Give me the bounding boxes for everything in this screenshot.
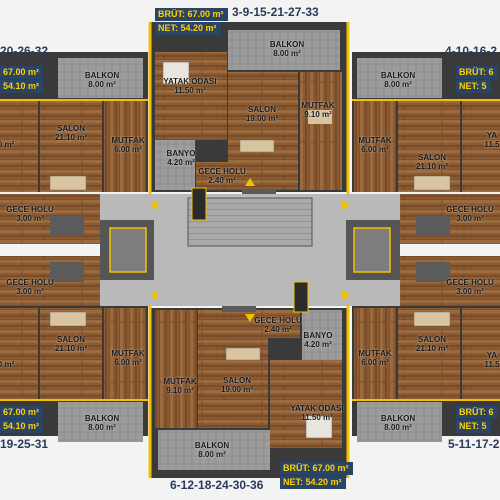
room-partial-tr [462, 100, 500, 192]
brut-badge-bottom: BRÜT: 67.00 m² [280, 462, 353, 475]
label-partial-bl: 0 m² [0, 360, 15, 369]
room-balkon-br [357, 402, 442, 442]
unit-numbers-bottom-right: 5-11-17-2 [448, 437, 500, 451]
room-partial-br [462, 308, 500, 400]
room-balkon-bl [58, 402, 143, 442]
unit-numbers-bottom: 6-12-18-24-30-36 [170, 478, 264, 492]
room-mutfak-tl [104, 100, 146, 192]
room-mutfak-bl [104, 308, 146, 400]
net-badge-bottom-left: 54.10 m² [0, 420, 44, 433]
room-partial-tl [0, 100, 38, 192]
room-balkon-top [228, 30, 340, 70]
room-banyo-bottom [302, 310, 342, 360]
unit-numbers-bottom-left: 19-25-31 [0, 437, 49, 451]
entry-arrow-icon [245, 178, 255, 186]
net-badge-top-left: 54.10 m² [0, 80, 44, 93]
unit-numbers-top-right: 4-10-16-2 [445, 44, 498, 58]
brut-badge-top-right: BRÜT: 6 [456, 66, 498, 79]
room-balkon-tl [58, 58, 143, 98]
unit-numbers-top-left: 20-26-32 [0, 44, 49, 58]
unit-top-right [352, 52, 500, 244]
net-badge-bottom-right: NET: 5 [456, 420, 491, 433]
net-badge-bottom: NET: 54.20 m² [280, 476, 346, 489]
room-balkon-bottom [158, 430, 270, 470]
room-banyo-top [155, 140, 195, 190]
room-balkon-tr [357, 58, 442, 98]
brut-badge-top: BRÜT: 67.00 m² [155, 8, 228, 21]
room-mutfak-tr [354, 100, 396, 192]
unit-bottom-right [352, 256, 500, 442]
staircase [188, 198, 312, 246]
room-mutfak-top [300, 72, 342, 190]
room-mutfak-br [354, 308, 396, 400]
label-partial-tl: 0 m² [0, 140, 15, 149]
brut-badge-top-left: 67.00 m² [0, 66, 44, 79]
central-core [100, 178, 400, 322]
entry-arrow-icon [342, 290, 350, 300]
entry-arrow-icon [245, 314, 255, 322]
brut-badge-bottom-right: BRÜT: 6 [456, 406, 498, 419]
brut-badge-bottom-left: 67.00 m² [0, 406, 44, 419]
entry-arrow-icon [342, 200, 350, 210]
room-partial-bl [0, 308, 38, 400]
room-mutfak-bottom [155, 310, 197, 428]
net-badge-top-right: NET: 5 [456, 80, 491, 93]
unit-numbers-top: 3-9-15-21-27-33 [232, 5, 319, 19]
entry-arrow-icon [150, 200, 158, 210]
entry-arrow-icon [150, 290, 158, 300]
net-badge-top: NET: 54.20 m² [155, 22, 221, 35]
